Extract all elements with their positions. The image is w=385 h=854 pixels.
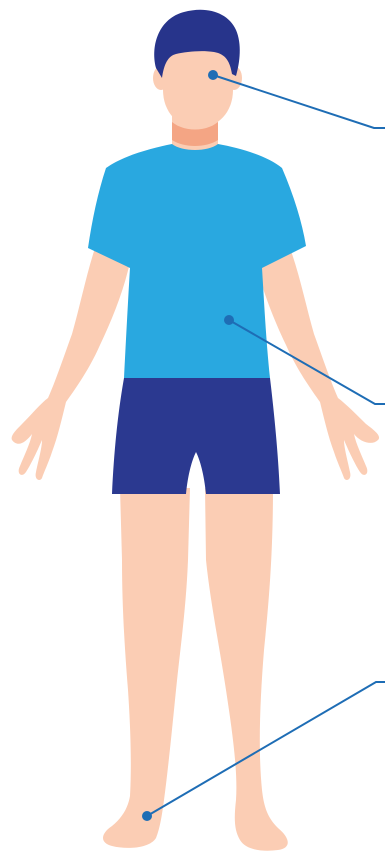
shorts (112, 378, 280, 494)
left-arm (12, 248, 130, 480)
t-shirt (88, 144, 306, 378)
left-leg (103, 488, 190, 848)
callout-foot-line (147, 682, 385, 816)
head (153, 10, 242, 128)
callout-head-line (213, 75, 385, 128)
right-leg (205, 488, 288, 851)
legs (103, 488, 288, 851)
